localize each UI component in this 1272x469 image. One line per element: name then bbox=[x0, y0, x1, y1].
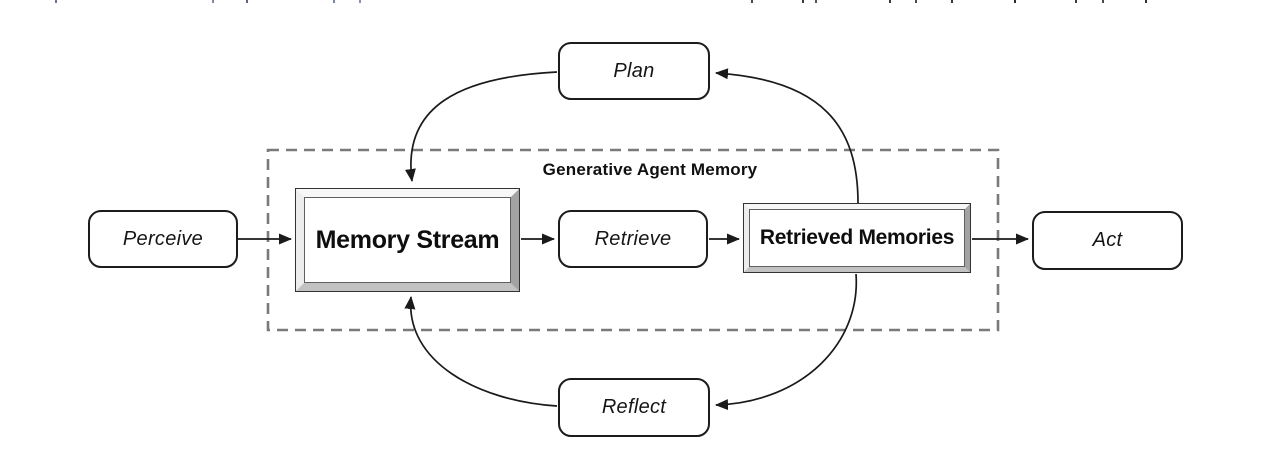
edge-retrieved-memories-to-plan bbox=[715, 68, 859, 204]
retrieved-memories-bevel: Retrieved Memories bbox=[744, 204, 970, 272]
node-retrieved-memories-label: Retrieved Memories bbox=[759, 226, 955, 249]
retrieved-memories-inner: Retrieved Memories bbox=[749, 209, 965, 267]
node-perceive-label: Perceive bbox=[122, 227, 204, 250]
node-retrieve: Retrieve bbox=[558, 210, 708, 268]
memory-stream-inner: Memory Stream bbox=[304, 197, 511, 283]
node-retrieved-memories: Retrieved Memories bbox=[743, 203, 971, 273]
node-memory-stream: Memory Stream bbox=[295, 188, 520, 292]
node-act-label: Act bbox=[1092, 229, 1123, 251]
edge-reflect-to-memory-stream bbox=[404, 296, 558, 407]
node-plan-label: Plan bbox=[613, 59, 655, 82]
node-reflect: Reflect bbox=[558, 378, 710, 437]
clipped-top-text-fragments bbox=[55, 0, 57, 3]
node-reflect-label: Reflect bbox=[601, 396, 667, 418]
memory-boundary-dashed-box bbox=[266, 148, 1000, 332]
node-act: Act bbox=[1032, 211, 1183, 270]
edge-retrieved-memories-to-reflect bbox=[715, 273, 858, 411]
node-memory-stream-label: Memory Stream bbox=[315, 225, 500, 254]
edge-plan-to-memory-stream bbox=[404, 71, 558, 182]
node-plan: Plan bbox=[558, 42, 710, 100]
node-perceive: Perceive bbox=[88, 210, 238, 268]
memory-region-title: Generative Agent Memory bbox=[542, 160, 758, 179]
memory-stream-bevel: Memory Stream bbox=[296, 189, 519, 291]
node-retrieve-label: Retrieve bbox=[594, 227, 672, 250]
